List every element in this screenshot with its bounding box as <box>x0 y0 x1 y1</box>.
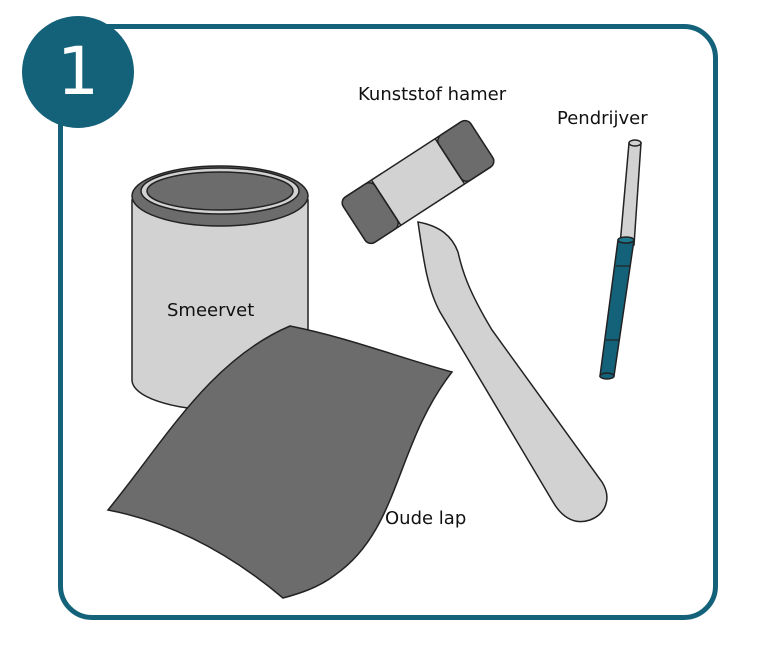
rag-icon <box>106 325 454 599</box>
hammer-label: Kunststof hamer <box>358 84 507 105</box>
grease-label: Smeervet <box>167 300 255 321</box>
step-number-badge: 1 <box>22 16 134 128</box>
plastic-hammer-icon <box>341 119 608 523</box>
punch-label: Pendrijver <box>557 108 648 129</box>
rag-label: Oude lap <box>385 508 467 529</box>
pin-punch-icon <box>599 139 642 380</box>
